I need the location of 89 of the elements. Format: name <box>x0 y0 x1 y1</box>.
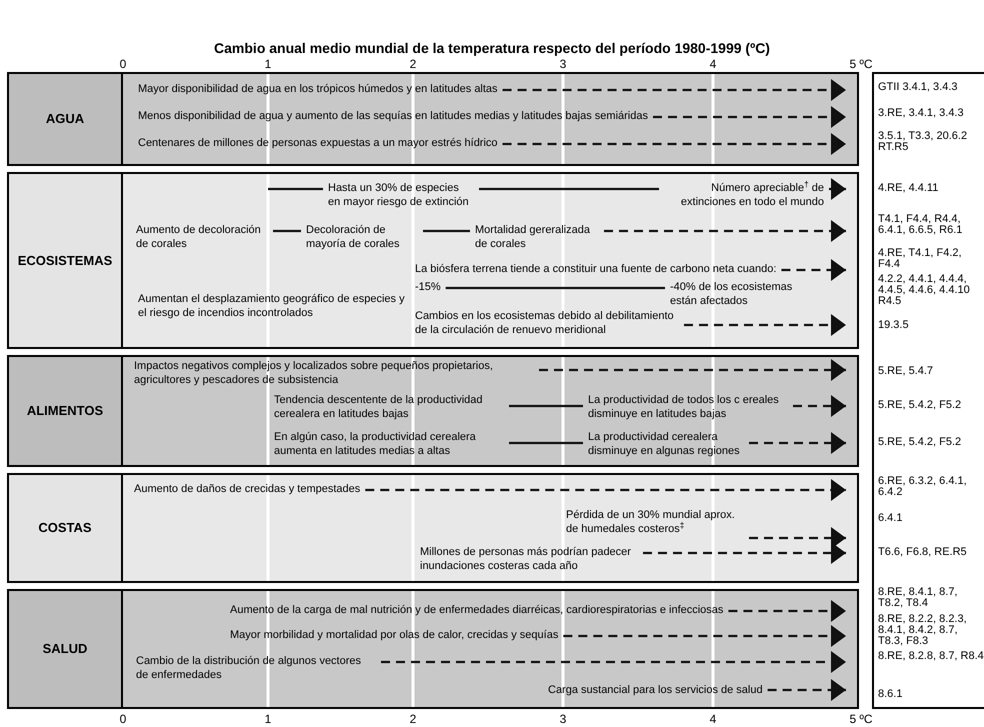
impact-text: Aumento de la carga de mal nutrición y de enfermedades diarréicas, cardiorespiratorias e infecciosas <box>230 604 724 616</box>
reference-text: 3.RE, 3.4.1, 3.4.3 <box>878 108 965 119</box>
reference-text: 5.RE, 5.4.7 <box>878 366 934 377</box>
impact-text: Impactos negativos complejos y localizados sobre pequeños propietarios, agricultores y pescadores de subsistencia <box>134 360 493 386</box>
connector-line <box>479 188 659 190</box>
reference-text: 8.RE, 8.2.2, 8.2.3, 8.4.1, 8.4.2, 8.7, T8.3, F8.3 <box>878 614 968 647</box>
dashed-arrow <box>829 178 846 200</box>
dashed-arrow <box>684 314 846 336</box>
reference-text: 8.6.1 <box>878 689 904 700</box>
impact-text: Decoloración de mayoría de corales <box>306 224 400 250</box>
dashed-arrow <box>502 79 846 101</box>
reference-text: 6.RE, 6.3.2, 6.4.1, 6.4.2 <box>878 476 968 498</box>
impact-text: -40% de los ecosistemas están afectados <box>670 281 792 307</box>
connector-line <box>273 230 301 232</box>
sector-band <box>7 355 859 467</box>
impact-text: Millones de personas más podrían padecer inundaciones costeras cada año <box>420 546 631 572</box>
impact-text: Pérdida de un 30% mundial aprox. de humedales costeros$^{‡}$ <box>566 509 735 535</box>
reference-panel <box>872 72 984 709</box>
axis-tick-label: 5 ºC <box>849 711 873 727</box>
dashed-arrow <box>652 106 846 128</box>
reference-text: 5.RE, 5.4.2, F5.2 <box>878 400 962 411</box>
impact-text: Aumento de decoloración de corales <box>136 224 261 250</box>
impact-text: Número apreciable$^{†}$ de extinciones en todo el mundo <box>680 182 824 208</box>
reference-text: 4.RE, T4.1, F4.2, F4.4 <box>878 248 963 270</box>
reference-text: 5.RE, 5.4.2, F5.2 <box>878 437 962 448</box>
sector-band <box>7 72 859 166</box>
sector-label: SALUD <box>42 640 88 658</box>
connector-line <box>268 188 323 190</box>
impact-text: La productividad de todos los c ereales disminuye en latitudes bajas <box>588 394 779 420</box>
dashed-arrow <box>539 359 846 381</box>
reference-text: 8.RE, 8.4.1, 8.7, T8.2, T8.4 <box>878 587 958 609</box>
sector-label: COSTAS <box>38 519 92 538</box>
reference-text: 4.RE, 4.4.11 <box>878 183 940 194</box>
sector-label: ECOSISTEMAS <box>18 252 112 270</box>
axis-tick-label: 3 <box>560 711 566 727</box>
dashed-arrow <box>749 432 846 454</box>
impact-text: La biósfera terrena tiende a constituir una fuente de carbono neta cuando: <box>415 263 776 275</box>
axis-tick-label: 2 <box>410 56 416 73</box>
reference-text: 6.4.1 <box>878 513 904 524</box>
impact-text: Menos disponibilidad de agua y aumento de las sequías en latitudes medias y latitudes bajas semiáridas <box>138 110 648 122</box>
reference-text: T6.6, F6.8, RE.R5 <box>878 547 968 558</box>
sector-band <box>7 589 859 709</box>
impact-text: Hasta un 30% de especies en mayor riesgo de extinción <box>328 182 469 208</box>
sector-band <box>7 473 859 583</box>
axis-tick-label: 4 <box>710 711 716 727</box>
impact-text: Cambio de la distribución de algunos vectores de enfermedades <box>136 655 362 681</box>
dashed-arrow <box>365 479 846 501</box>
connector-line <box>509 404 583 408</box>
connector-line <box>509 442 583 444</box>
connector-line <box>446 286 665 290</box>
impact-text: Aumento de daños de crecidas y tempestades <box>134 483 360 495</box>
impact-text: Centenares de millones de personas expuestas a un mayor estrés hídrico <box>138 137 498 149</box>
axis-tick-label: 1 <box>264 711 272 727</box>
impact-text: Carga sustancial para los servicios de salud <box>548 684 763 696</box>
reference-text: T4.1, F4.4, R4.4, 6.4.1, 6.6.5, R6.1 <box>878 214 964 236</box>
reference-text: GTII 3.4.1, 3.4.3 <box>878 82 958 93</box>
impact-text: Aumentan el desplazamiento geográfico de especies y el riesgo de incendios incontrolados <box>138 293 405 319</box>
dashed-arrow <box>563 625 846 647</box>
axis-tick-label: 1 <box>264 56 272 73</box>
axis-tick-label: 0 <box>120 56 126 73</box>
axis-tick-label: 4 <box>710 56 716 73</box>
dashed-arrow <box>793 395 846 417</box>
reference-text: 3.5.1, T3.3, 20.6.2 RT.R5 <box>878 131 968 153</box>
chart-title: Cambio anual medio mundial de la temperatura respecto del período 1980-1999 (ºC) <box>213 39 771 58</box>
dashed-arrow <box>781 259 846 281</box>
dashed-arrow <box>768 679 846 701</box>
reference-text: 8.RE, 8.2.8, 8.7, R8.4 <box>878 651 984 662</box>
connector-line <box>423 230 470 232</box>
impact-text: La productividad cerealera disminuye en algunas regiones <box>588 431 740 457</box>
dashed-arrow <box>502 133 846 155</box>
axis-tick-label: 3 <box>560 56 566 73</box>
dashed-arrow <box>381 651 846 673</box>
dashed-arrow <box>604 220 846 242</box>
impact-text: Mayor morbilidad y mortalidad por olas de calor, crecidas y sequías <box>230 629 558 641</box>
sector-band <box>7 172 859 349</box>
dashed-arrow <box>728 600 846 622</box>
axis-tick-label: 5 ºC <box>849 56 873 73</box>
impact-text: Cambios en los ecosistemas debido al debilitamiento de la circulación de renuevo meridional <box>415 310 674 336</box>
impact-text: En algún caso, la productividad cerealera aumenta en latitudes medias a altas <box>274 431 476 457</box>
impact-text: -15% <box>415 281 441 293</box>
impact-text: Mayor disponibilidad de agua en los trópicos húmedos y en latitudes altas <box>138 83 498 95</box>
sector-label: AGUA <box>46 110 84 128</box>
sector-label: ALIMENTOS <box>26 402 104 420</box>
impact-text: Tendencia descentente de la productividad cerealera en latitudes bajas <box>274 394 483 420</box>
impact-text: Mortalidad gereralizada de corales <box>475 224 590 250</box>
axis-tick-label: 2 <box>410 711 416 727</box>
reference-text: 4.2.2, 4.4.1, 4.4.4, 4.4.5, 4.4.6, 4.4.10 R4.5 <box>878 274 971 307</box>
axis-tick-label: 0 <box>120 711 126 727</box>
reference-text: 19.3.5 <box>878 320 910 331</box>
